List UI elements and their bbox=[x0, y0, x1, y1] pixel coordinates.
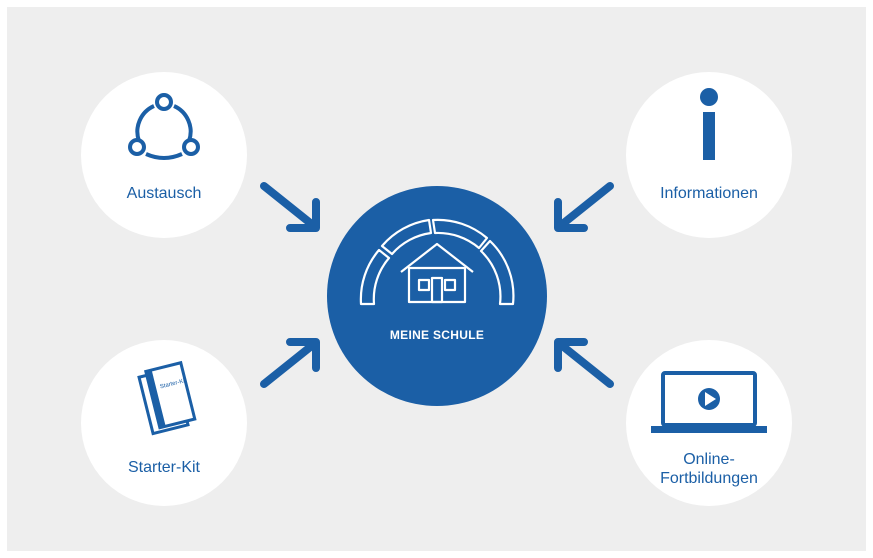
node-informationen[interactable]: Informationen bbox=[626, 72, 792, 238]
node-label: Starter-Kit bbox=[127, 459, 200, 476]
book-icon: Starter-Kit bbox=[137, 360, 197, 436]
node-online-fortbildungen[interactable]: Online- Fortbildungen bbox=[626, 340, 792, 506]
node-label: Online- Fortbildungen bbox=[626, 450, 792, 488]
label-line-1: Online- bbox=[683, 451, 735, 468]
arrow-informationen-to-hub bbox=[554, 182, 614, 232]
node-label: Austausch bbox=[126, 185, 202, 202]
share-network-icon bbox=[128, 93, 200, 160]
arrow-starter-kit-to-hub bbox=[260, 338, 320, 388]
laptop-play-icon bbox=[651, 371, 767, 433]
node-starter-kit[interactable]: Starter-Kit Starter-Kit bbox=[81, 340, 247, 506]
hub-label: MEINE SCHULE bbox=[389, 328, 485, 342]
arrow-online-fortbildungen-to-hub bbox=[554, 338, 614, 388]
school-house-icon bbox=[359, 218, 515, 306]
hub-meine-schule[interactable]: MEINE SCHULE bbox=[327, 186, 547, 406]
label-line-2: Fortbildungen bbox=[660, 470, 758, 487]
info-icon bbox=[700, 88, 718, 160]
node-label: Informationen bbox=[660, 185, 758, 202]
arrow-austausch-to-hub bbox=[260, 182, 320, 232]
node-austausch[interactable]: Austausch bbox=[81, 72, 247, 238]
